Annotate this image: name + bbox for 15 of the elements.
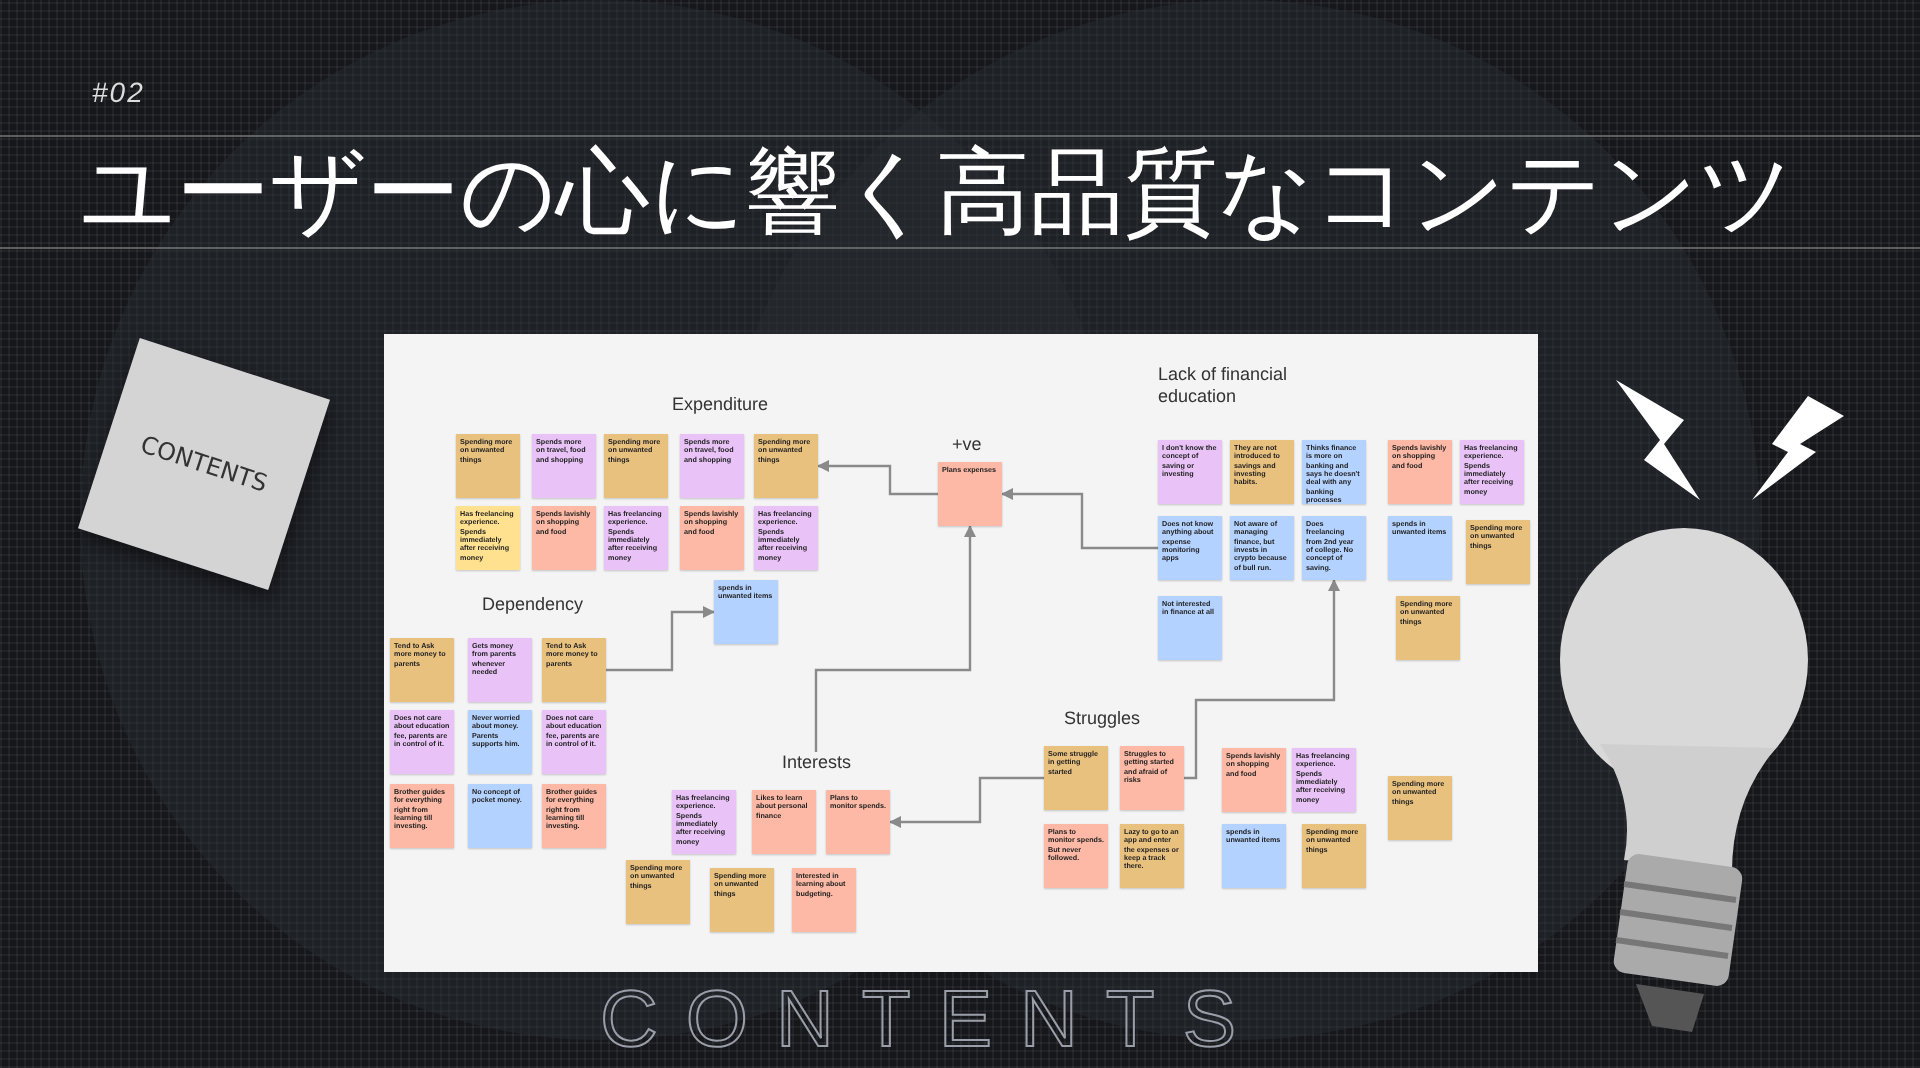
arrow	[1184, 579, 1340, 780]
background-text: CONTENTS	[600, 974, 1264, 1066]
cluster-heading: Expenditure	[672, 394, 769, 414]
cluster-heading: Dependency	[482, 594, 584, 614]
cluster-heading: Struggles	[1064, 708, 1141, 728]
arrow	[1001, 488, 1158, 550]
cluster-heading: Interests	[782, 752, 852, 772]
section-number: #02	[92, 76, 145, 108]
title: ユーザーの心に響く高品質なコンテンツ	[80, 140, 1794, 244]
arrow	[817, 460, 938, 496]
arrow	[814, 525, 976, 752]
arrow	[889, 776, 1044, 828]
cluster-heading: +ve	[952, 434, 982, 454]
cluster-heading: Lack of financial education	[1158, 364, 1290, 409]
arrow	[606, 606, 715, 672]
